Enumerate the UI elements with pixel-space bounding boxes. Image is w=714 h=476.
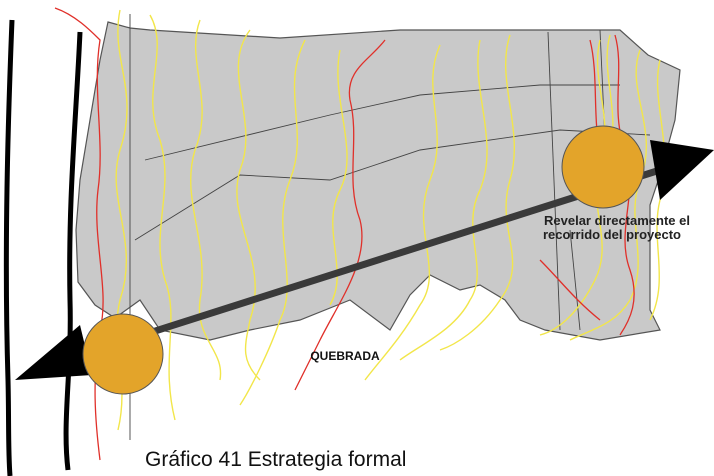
figure-caption: Gráfico 41 Estrategia formal bbox=[145, 448, 407, 471]
contour-lines bbox=[115, 9, 666, 431]
node-start bbox=[82, 313, 164, 395]
path-note-line1: Revelar directamente el bbox=[544, 213, 690, 228]
site-area bbox=[75, 21, 681, 341]
arrowhead-right bbox=[650, 140, 714, 200]
path-note-line2: recorrido del proyecto bbox=[543, 227, 681, 242]
node-end bbox=[561, 125, 645, 209]
boundary-line-outer bbox=[3, 19, 15, 476]
boundary-line-inner bbox=[63, 31, 83, 471]
axis-arrow bbox=[15, 140, 714, 380]
stream-label: QUEBRADA bbox=[310, 349, 380, 363]
arrowhead-left bbox=[15, 325, 92, 380]
